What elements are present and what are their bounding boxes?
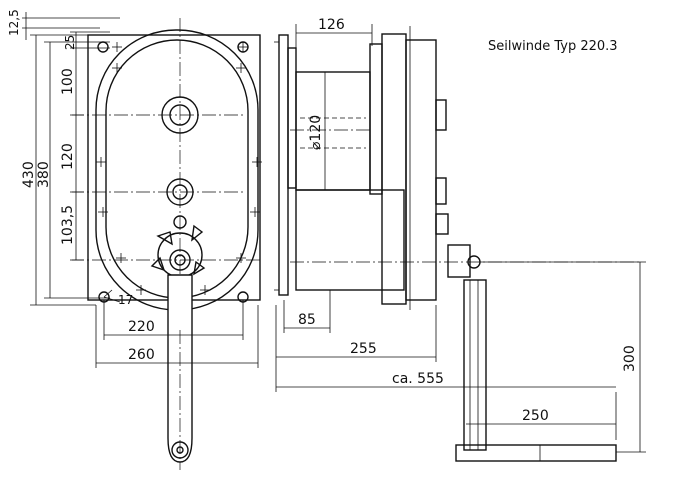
dim-85: 85 bbox=[298, 312, 316, 328]
dim-255: 255 bbox=[350, 341, 377, 357]
dim-dia-120: ⌀120 bbox=[308, 115, 324, 150]
dim-250: 250 bbox=[522, 408, 549, 424]
dim-430: 430 bbox=[21, 161, 37, 188]
middle-boss bbox=[166, 178, 194, 206]
mount-holes bbox=[96, 41, 262, 303]
side-dim-labels: 126 ⌀120 85 255 ca. 555 250 300 bbox=[298, 17, 638, 424]
gearbox-housing bbox=[295, 189, 405, 291]
front-dimensions bbox=[22, 12, 259, 368]
housing-outer bbox=[95, 29, 259, 311]
side-dimensions bbox=[275, 24, 646, 453]
dim-120: 120 bbox=[60, 143, 76, 170]
drawing-title: Seilwinde Typ 220.3 bbox=[488, 39, 618, 54]
dim-25: 25 bbox=[63, 35, 77, 50]
dim-126: 126 bbox=[318, 17, 345, 33]
upper-boss bbox=[161, 96, 199, 134]
crank-arm-side bbox=[463, 279, 487, 451]
crank-arm bbox=[167, 274, 193, 463]
crank-hub bbox=[447, 244, 471, 278]
dim-ca-555: ca. 555 bbox=[392, 371, 444, 387]
housing-inner bbox=[105, 39, 249, 299]
side-view bbox=[274, 26, 640, 462]
dim-12-5: 12,5 bbox=[7, 9, 21, 36]
dim-380: 380 bbox=[36, 161, 52, 188]
dim-260: 260 bbox=[128, 347, 155, 363]
side-plate bbox=[278, 34, 289, 296]
dim-103-5: 103,5 bbox=[60, 205, 76, 245]
front-dim-labels: 12,5 25 100 120 103,5 380 430 17 220 260 bbox=[7, 9, 155, 363]
crank-handle bbox=[455, 444, 617, 462]
dim-220: 220 bbox=[128, 319, 155, 335]
front-view bbox=[70, 18, 262, 470]
dim-100: 100 bbox=[60, 68, 76, 95]
dim-300: 300 bbox=[622, 345, 638, 372]
dim-17: 17 bbox=[118, 293, 133, 307]
